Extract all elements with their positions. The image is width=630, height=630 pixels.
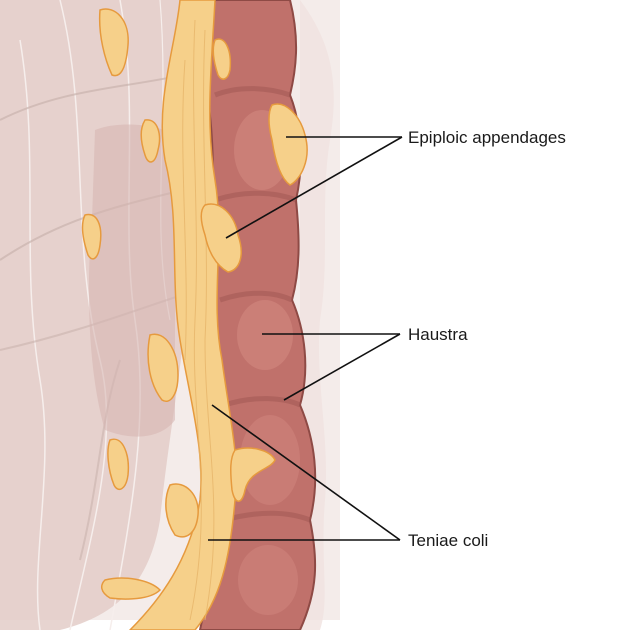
epiploic-appendages: [81, 8, 308, 600]
teniae-striations: [182, 19, 215, 621]
leader-lines: [208, 136, 403, 541]
label-haustra: Haustra: [408, 325, 468, 344]
leader-epiploic-2: [225, 136, 403, 239]
label-epiploic-appendages: Epiploic appendages: [408, 128, 566, 147]
leader-haustra-2: [283, 333, 401, 401]
leader-teniae-1: [211, 404, 401, 541]
label-teniae-coli: Teniae coli: [408, 531, 489, 550]
